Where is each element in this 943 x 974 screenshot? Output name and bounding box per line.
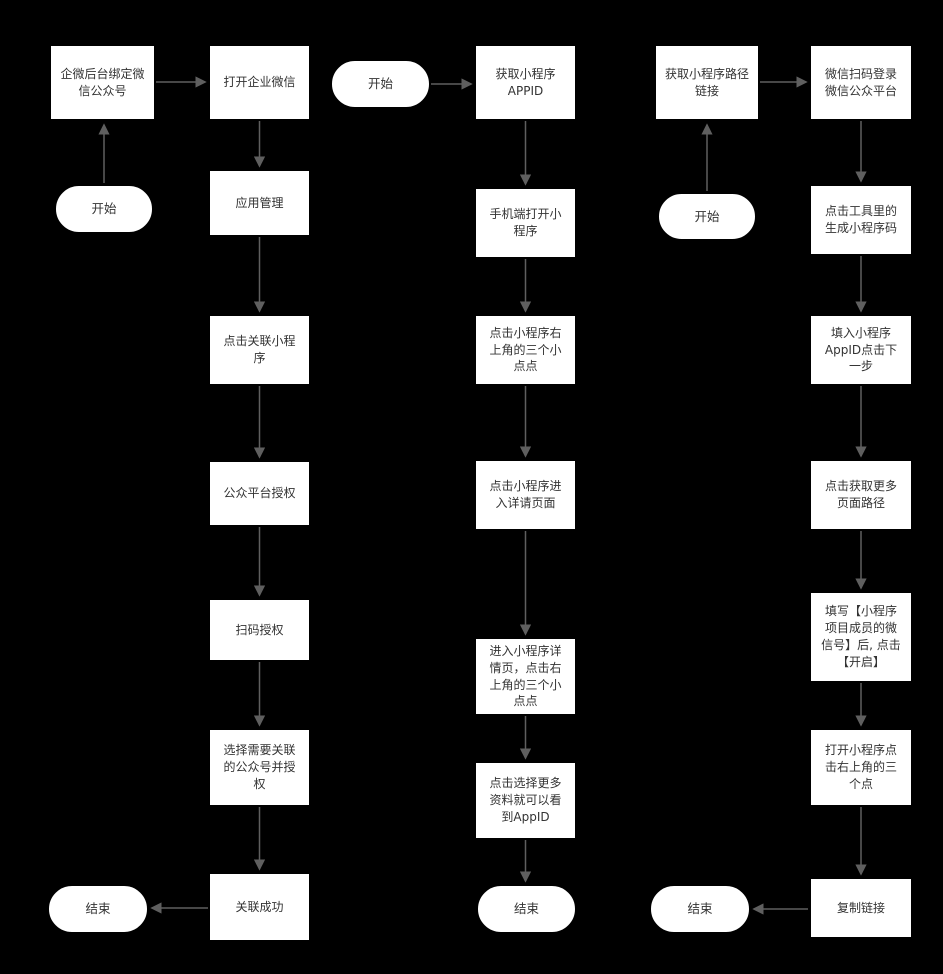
flow3-step-get-path-link: 获取小程序路径链接 xyxy=(655,45,759,120)
flow1-step-scan-authorize: 扫码授权 xyxy=(209,599,310,661)
flow2-step-detail-three-dots: 进入小程序详情页，点击右上角的三个小点点 xyxy=(475,638,576,715)
flow1-step-open-wecom: 打开企业微信 xyxy=(209,45,310,120)
flow1-step-select-account: 选择需要关联的公众号并授权 xyxy=(209,729,310,806)
flow3-step-scan-login-platform: 微信扫码登录微信公众平台 xyxy=(810,45,912,120)
flow1-start-terminal: 开始 xyxy=(55,185,153,233)
flow2-step-open-on-phone: 手机端打开小程序 xyxy=(475,188,576,258)
flow1-step-bind-official-account: 企微后台绑定微信公众号 xyxy=(50,45,155,120)
flow3-step-fill-appid-next: 填入小程序AppID点击下一步 xyxy=(810,315,912,385)
flow3-step-copy-link: 复制链接 xyxy=(810,878,912,938)
flow2-end-terminal: 结束 xyxy=(477,885,576,933)
flow2-start-terminal: 开始 xyxy=(331,60,430,108)
flow2-step-get-appid: 获取小程序APPID xyxy=(475,45,576,120)
flow2-step-tap-three-dots: 点击小程序右上角的三个小点点 xyxy=(475,315,576,385)
flow2-step-more-info-see-appid: 点击选择更多资料就可以看到AppID xyxy=(475,762,576,839)
flow1-step-link-success: 关联成功 xyxy=(209,873,310,941)
flow1-end-terminal: 结束 xyxy=(48,885,148,933)
flow3-step-open-tap-three-dots: 打开小程序点击右上角的三个点 xyxy=(810,729,912,806)
flow2-step-enter-detail-page: 点击小程序进入详请页面 xyxy=(475,460,576,530)
flow1-step-platform-authorize: 公众平台授权 xyxy=(209,461,310,526)
flow3-start-terminal: 开始 xyxy=(658,193,756,240)
flow3-step-fill-member-wechat-id: 填写【小程序项目成员的微信号】后, 点击【开启】 xyxy=(810,592,912,682)
flow3-step-generate-qrcode-tool: 点击工具里的生成小程序码 xyxy=(810,185,912,255)
flow3-end-terminal: 结束 xyxy=(650,885,750,933)
flow1-step-app-management: 应用管理 xyxy=(209,170,310,236)
flow1-step-click-link-miniprogram: 点击关联小程序 xyxy=(209,315,310,385)
flow3-step-get-more-page-paths: 点击获取更多页面路径 xyxy=(810,460,912,530)
